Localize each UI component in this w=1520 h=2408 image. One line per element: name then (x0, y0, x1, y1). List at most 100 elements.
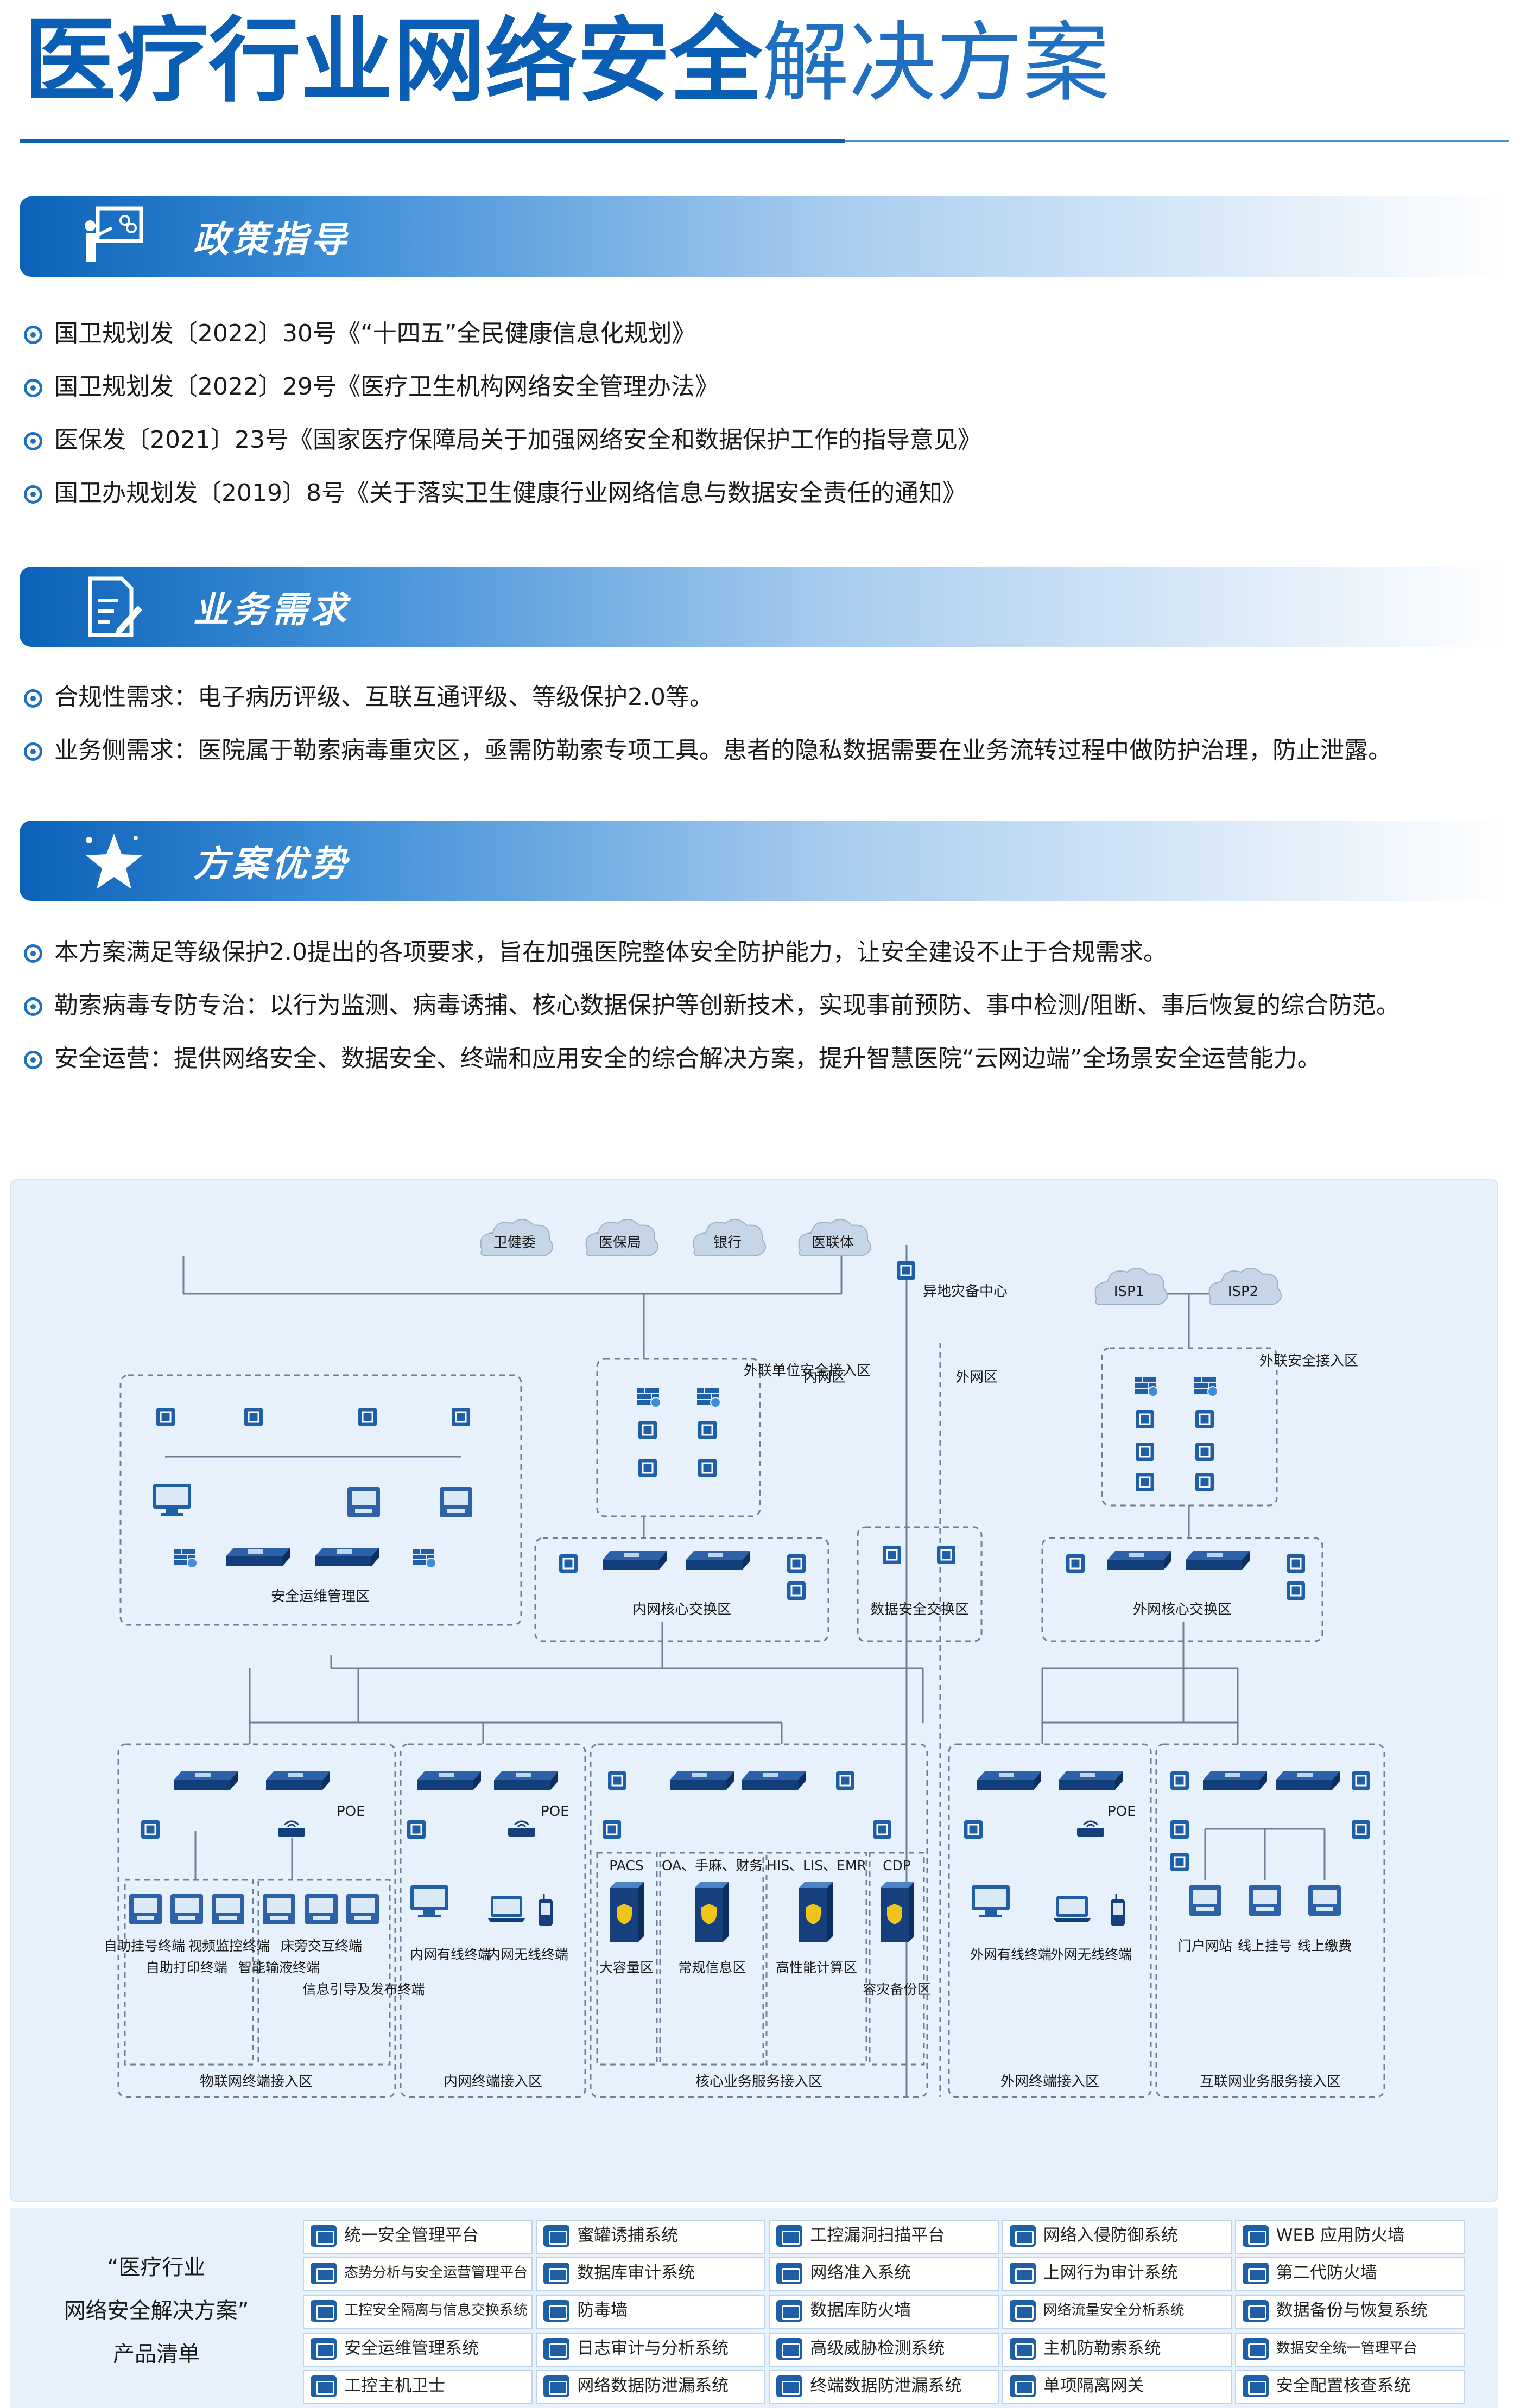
product-icon (311, 2375, 337, 2397)
product-icon (776, 2300, 803, 2322)
cloud-icon: 医联体 (798, 1218, 872, 1256)
core-out-label: 外网核心交换区 (1133, 1602, 1232, 1618)
product-icon (1242, 2337, 1269, 2360)
product-item: 工控主机卫士 (303, 2369, 533, 2404)
product-item: 数据备份与恢复系统 (1234, 2295, 1465, 2329)
poe-label: POE (337, 1803, 365, 1820)
outer-zone-label: 外网区 (955, 1369, 998, 1386)
architecture-diagram: 卫健委 医保局 银行 医联体 ISP1 ISP2 异地灾备中心 内网区 外网区 … (10, 1179, 1498, 2202)
product-icon (1242, 2300, 1269, 2322)
product-icon (543, 2375, 570, 2397)
product-icon (543, 2337, 570, 2360)
cloud-icon: 医保局 (585, 1218, 659, 1256)
product-item: 第二代防火墙 (1234, 2257, 1465, 2292)
bullet-icon (24, 432, 42, 450)
list-item: 本方案满足等级保护2.0提出的各项要求，旨在加强医院整体安全防护能力，让安全建设… (20, 926, 1507, 979)
bullet-icon (24, 689, 42, 708)
bullet-icon (24, 944, 42, 963)
core-in-label: 内网核心交换区 (632, 1602, 731, 1618)
zone-label: 互联网业务服务接入区 (1200, 2074, 1341, 2090)
svg-text:卫健委: 卫健委 (493, 1235, 536, 1251)
data-exchange-zone (857, 1526, 983, 1642)
ops-zone-label: 安全运维管理区 (271, 1589, 370, 1605)
ext-unit-label: 外联单位安全接入区 (744, 1363, 871, 1379)
core-head-label: PACS (609, 1858, 643, 1873)
internet-service-label: 门户网站 (1178, 1938, 1232, 1954)
product-item: 数据库防火墙 (769, 2295, 999, 2329)
outer-terminal-label: 外网有线终端 (970, 1947, 1052, 1962)
svg-text:POE: POE (541, 1803, 569, 1820)
product-item: 统一安全管理平台 (303, 2220, 533, 2254)
internet-service-label: 线上缴费 (1297, 1938, 1352, 1954)
core-head-label: OA、手麻、财务 (662, 1858, 763, 1873)
product-item: 数据库审计系统 (536, 2257, 766, 2292)
bullet-icon (24, 485, 42, 504)
section-advantages: 方案优势 (20, 821, 1507, 901)
policy-list: 国卫规划发〔2022〕30号《“十四五”全民健康信息化规划》 国卫规划发〔202… (20, 307, 1507, 520)
product-item: 工控漏洞扫描平台 (769, 2220, 999, 2254)
section-title: 方案优势 (193, 843, 350, 885)
product-icon (1009, 2375, 1036, 2397)
product-icon (1242, 2263, 1269, 2285)
product-item: 主机防勒索系统 (1002, 2332, 1232, 2367)
product-item: 态势分析与安全运营管理平台 (303, 2257, 533, 2292)
page-title: 医疗行业网络安全解决方案 (24, 8, 1110, 115)
product-item: 数据安全统一管理平台 (1234, 2332, 1465, 2367)
cloud-icon: 卫健委 (480, 1218, 554, 1256)
zone-label: 核心业务服务接入区 (695, 2074, 822, 2090)
product-icon (776, 2263, 803, 2285)
svg-text:医联体: 医联体 (812, 1235, 854, 1251)
list-item: 合规性需求：电子病历评级、互联互通评级、等级保护2.0等。 (20, 671, 1507, 724)
product-icon (543, 2263, 570, 2285)
list-item: 业务侧需求：医院属于勒索病毒重灾区，亟需防勒索专项工具。患者的隐私数据需要在业务… (20, 724, 1507, 777)
disaster-center-icon (896, 1260, 916, 1281)
iot-terminal-label: 视频监控终端 (188, 1938, 270, 1954)
core-term-label: 常规信息区 (678, 1960, 746, 1975)
title-underline (20, 139, 845, 143)
product-icon (1009, 2263, 1036, 2285)
bullet-icon (24, 326, 42, 344)
product-icon (1009, 2225, 1036, 2247)
svg-text:医保局: 医保局 (599, 1235, 641, 1251)
ops-zone (119, 1374, 522, 1626)
core-in-zone (534, 1537, 829, 1642)
iot-terminal-label: 信息引导及发布终端 (302, 1981, 425, 1997)
outer-terminal-label: 外网无线终端 (1050, 1947, 1132, 1962)
product-list-panel: “医疗行业 网络安全解决方案” 产品清单 统一安全管理平台 蜜罐诱捕系统 工控漏… (10, 2208, 1498, 2408)
zone-label: 内网终端接入区 (444, 2074, 542, 2090)
section-policy: 政策指导 (20, 196, 1507, 277)
product-item: 工控安全隔离与信息交换系统 (303, 2295, 533, 2329)
bullet-icon (24, 379, 42, 397)
product-grid: 统一安全管理平台 蜜罐诱捕系统 工控漏洞扫描平台 网络入侵防御系统 WEB 应用… (303, 2220, 1465, 2404)
core-head-label: CDP (883, 1858, 911, 1873)
product-item: 终端数据防泄漏系统 (769, 2369, 999, 2404)
product-item: 上网行为审计系统 (1002, 2257, 1232, 2292)
product-icon (311, 2337, 337, 2360)
svg-text:ISP2: ISP2 (1228, 1284, 1258, 1300)
product-icon (543, 2225, 570, 2247)
list-item: 勒索病毒专防专治：以行为监测、病毒诱捕、核心数据保护等创新技术，实现事前预防、事… (20, 979, 1507, 1032)
product-icon (311, 2225, 337, 2247)
svg-text:银行: 银行 (713, 1235, 742, 1251)
cloud-icon: 银行 (693, 1218, 767, 1256)
core-out-zone (1041, 1537, 1323, 1642)
advantages-list: 本方案满足等级保护2.0提出的各项要求，旨在加强医院整体安全防护能力，让安全建设… (20, 926, 1507, 1085)
bullet-icon (24, 1051, 42, 1069)
list-item: 国卫规划发〔2022〕29号《医疗卫生机构网络安全管理办法》 (20, 360, 1507, 414)
product-item: 网络流量安全分析系统 (1002, 2295, 1232, 2329)
product-icon (311, 2263, 337, 2285)
title-underline-thin (845, 140, 1509, 142)
iot-terminal-label: 自助挂号终端 (104, 1938, 185, 1954)
list-item: 国卫规划发〔2022〕30号《“十四五”全民健康信息化规划》 (20, 307, 1507, 360)
product-item: WEB 应用防火墙 (1234, 2220, 1465, 2254)
product-item: 防毒墙 (536, 2295, 766, 2329)
product-icon (776, 2375, 803, 2397)
product-item: 单项隔离网关 (1002, 2369, 1232, 2404)
product-icon (1009, 2337, 1036, 2360)
core-head-label: HIS、LIS、EMR (767, 1858, 866, 1873)
core-term-label: 容灾备份区 (863, 1981, 930, 1997)
data-exchange-label: 数据安全交换区 (870, 1602, 969, 1618)
product-item: 安全运维管理系统 (303, 2332, 533, 2367)
product-list-title: “医疗行业 网络安全解决方案” 产品清单 (64, 2255, 249, 2367)
document-pen-icon (88, 576, 142, 637)
